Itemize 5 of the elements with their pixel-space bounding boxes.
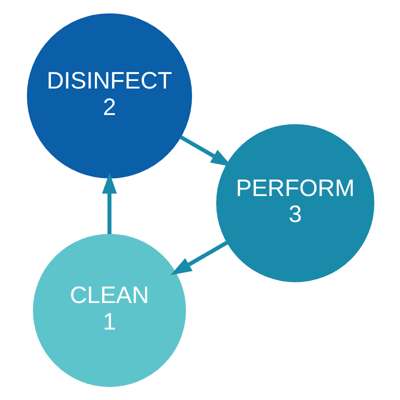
arrow: [102, 172, 116, 234]
node-circle: DISINFECT 2: [26, 13, 192, 178]
arrow: [170, 240, 228, 276]
node-circle: CLEAN 1: [32, 234, 186, 387]
node-circle: PERFORM 3: [216, 124, 374, 282]
